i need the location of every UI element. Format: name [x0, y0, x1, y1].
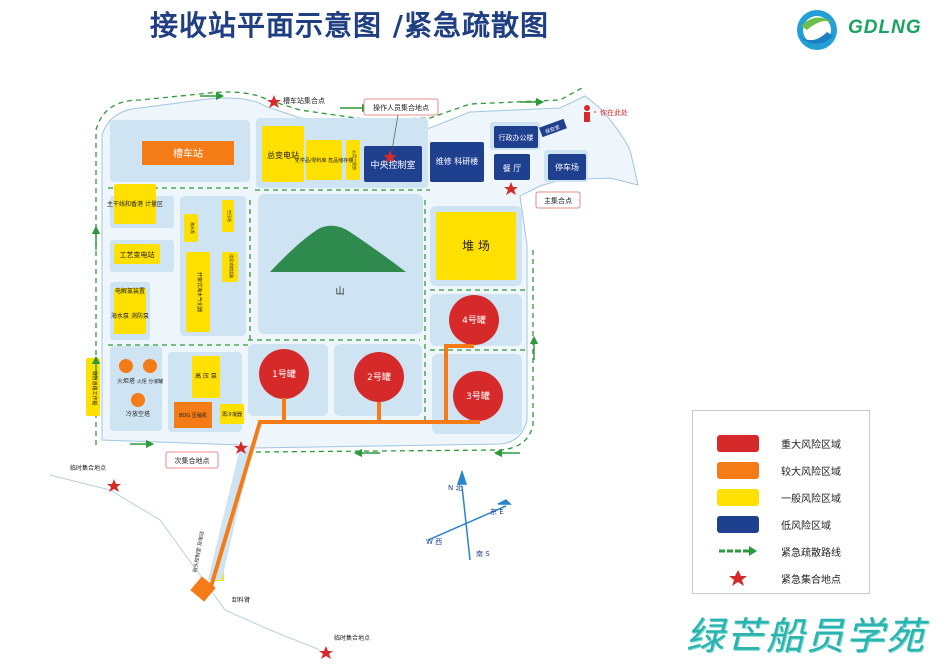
- lng-tanks: [259, 295, 503, 421]
- label-recondenser: 再冷凝器: [222, 411, 242, 418]
- label-flare: 火炬塔: [117, 377, 135, 385]
- compass-south: 南 S: [476, 549, 490, 558]
- label-tank2: 2号罐: [367, 371, 391, 383]
- label-seawater-pump: 海水泵 消防泵: [111, 312, 149, 320]
- label-mid-left-c: 开架式海水气化器: [196, 272, 203, 312]
- legend-row: 重大风险区域: [693, 433, 869, 455]
- tank-truck-station: [142, 141, 234, 165]
- label-assembly-operators: 操作人员集合地点: [373, 103, 429, 112]
- mountain: [270, 225, 406, 272]
- label-high-pressure-pump: 高 压 泵: [195, 372, 217, 380]
- label-parking: 停车场: [555, 162, 579, 172]
- label-fire-sep: 火炬 分液罐: [137, 378, 164, 385]
- legend-swatch: [717, 516, 759, 533]
- label-pipeline-metering: 主干线和香港 计量区: [107, 200, 163, 208]
- label-mid-left-b: 空压站: [227, 210, 233, 222]
- label-assembly-temp1: 临时集合地点: [70, 464, 106, 472]
- label-you-are-here: 你在此处: [600, 108, 628, 117]
- star-icon: [717, 570, 759, 587]
- label-assembly-temp2: 临时集合地点: [334, 634, 370, 642]
- label-bog-compressor: BOG 压缩机: [179, 412, 207, 419]
- compass-north: N 北: [448, 484, 462, 492]
- label-left-strip: 消防道路工作船: [91, 370, 98, 405]
- legend-swatch: [717, 462, 759, 479]
- pier-coast: [49, 474, 321, 651]
- label-assembly-secondary: 次集合地点: [175, 456, 210, 465]
- legend-label: 重大风险区域: [781, 440, 841, 451]
- label-guard: 保安室: [544, 124, 561, 136]
- label-unloading-arm: 卸料臂: [232, 596, 250, 604]
- legend-row: 紧急集合地点: [693, 568, 869, 590]
- label-substation: 总变电站: [267, 150, 299, 160]
- label-mountain: 山: [335, 286, 344, 297]
- legend-row: 一般风险区域: [693, 487, 869, 509]
- compass-icon: [427, 469, 512, 561]
- legend-label: 紧急集合地点: [781, 575, 841, 586]
- legend-label: 一般风险区域: [781, 494, 841, 505]
- gdlng-logo-icon: [797, 10, 837, 50]
- brand-watermark: 绿芒船员学苑: [686, 614, 927, 658]
- legend-row: 紧急疏散路线: [693, 541, 869, 563]
- guard-house: [539, 118, 567, 138]
- label-process-substation: 工艺变电站: [120, 250, 155, 259]
- legend-swatch: [717, 489, 759, 506]
- compass-east: 东 E: [490, 507, 504, 516]
- recondenser: [220, 404, 244, 424]
- low-risk-buildings: [364, 126, 586, 182]
- label-boiler-room: 公用工程房: [352, 150, 358, 170]
- legend-row: 较大风险区域: [693, 460, 869, 482]
- legend-label: 较大风险区域: [781, 467, 841, 478]
- legend-label: 低风险区域: [781, 521, 831, 532]
- flare-circles: [119, 359, 157, 407]
- label-pier-building: 码头控制室 及电站: [191, 531, 205, 573]
- general-risk-buildings: [86, 126, 516, 581]
- bog-compressor: [174, 402, 212, 428]
- label-electrolysis: 电解氯装置: [115, 287, 145, 295]
- label-tank-truck-station: 槽车站: [173, 147, 203, 160]
- legend-swatch: [717, 435, 759, 452]
- assembly-callouts: [165, 98, 581, 469]
- label-cold-vent: 冷放空塔: [126, 410, 150, 418]
- label-maintenance: 维修 科研楼: [436, 156, 479, 166]
- compass-west: W 西: [426, 538, 442, 546]
- label-canteen: 餐 厅: [503, 164, 522, 173]
- page-title: 接收站平面示意图 /紧急疏散图: [150, 9, 549, 42]
- legend-label: 紧急疏散路线: [781, 548, 841, 559]
- pipeline-route: [208, 344, 480, 591]
- label-yard: 堆 场: [462, 239, 490, 253]
- label-control-room: 中央控制室: [370, 159, 415, 171]
- you-are-here-icon: [584, 105, 590, 122]
- label-admin: 行政办公楼: [499, 133, 534, 142]
- label-tank1: 1号罐: [272, 368, 296, 380]
- label-chem-warehouse: 化学品/零料库 危品储存楼: [295, 157, 353, 164]
- logo-text: GDLNG: [848, 17, 922, 38]
- label-tank4: 4号罐: [462, 314, 486, 326]
- label-tank3: 3号罐: [466, 390, 490, 402]
- label-mid-left-d: 浸没式燃烧器: [229, 254, 235, 278]
- unloading-arm: [190, 576, 216, 602]
- route-arrow-icon: [717, 543, 759, 560]
- label-assembly-tank-truck: 槽车站集合点: [283, 96, 325, 105]
- evacuation-arrows: [91, 91, 545, 458]
- label-mid-left-a: 海水泵: [190, 222, 196, 234]
- label-assembly-main: 主集合点: [544, 196, 572, 205]
- assembly-star-icons: [107, 95, 518, 659]
- legend-row: 低风险区域: [693, 514, 869, 536]
- legend: 重大风险区域较大风险区域一般风险区域低风险区域紧急疏散路线紧急集合地点: [692, 410, 870, 594]
